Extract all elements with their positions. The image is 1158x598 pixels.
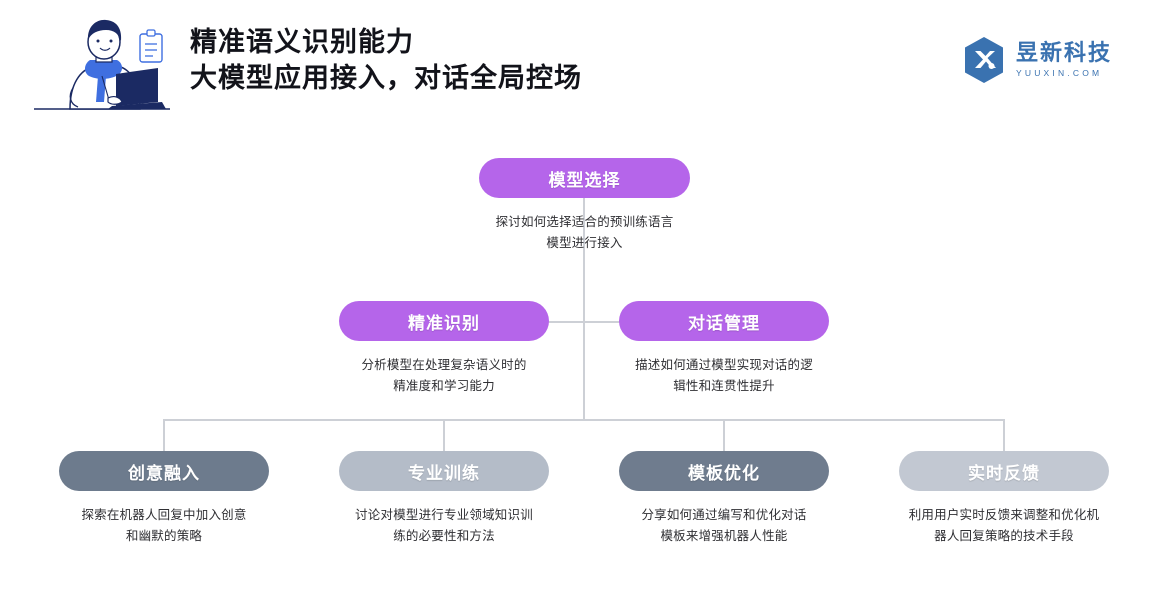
brand-name: 昱新科技: [1016, 40, 1113, 65]
person-at-laptop-illustration: [32, 10, 172, 118]
node-leaf-4[interactable]: 实时反馈 利用用户实时反馈来调整和优化机 器人回复策略的技术手段: [899, 451, 1109, 547]
node-leaf-1-label[interactable]: 创意融入: [59, 451, 269, 491]
org-tree-diagram: 模型选择 探讨如何选择适合的预训练语言 模型进行接入 精准识别 分析模型在处理复…: [0, 125, 1158, 598]
node-leaf-3[interactable]: 模板优化 分享如何通过编写和优化对话 模板来增强机器人性能: [619, 451, 829, 547]
page-title-line-1: 精准语义识别能力: [190, 27, 414, 57]
node-mid-2-desc: 描述如何通过模型实现对话的逻 辑性和连贯性提升: [635, 358, 813, 393]
node-root[interactable]: 模型选择 探讨如何选择适合的预训练语言 模型进行接入: [479, 158, 690, 254]
connector-leaf-drop-2: [443, 419, 445, 453]
node-leaf-2[interactable]: 专业训练 讨论对模型进行专业领域知识训 练的必要性和方法: [339, 451, 549, 547]
brand-text: 昱新科技 YUUXIN.COM: [1016, 41, 1112, 79]
connector-leaf-drop-1: [163, 419, 165, 453]
node-leaf-1-desc: 探索在机器人回复中加入创意 和幽默的策略: [81, 508, 247, 543]
connector-leaf-bar: [163, 419, 1005, 421]
node-mid-2-label[interactable]: 对话管理: [619, 301, 829, 341]
connector-root-stem: [583, 195, 585, 322]
connector-mid-stem: [583, 321, 585, 420]
node-mid-1[interactable]: 精准识别 分析模型在处理复杂语义时的 精准度和学习能力: [339, 301, 549, 397]
node-mid-1-label[interactable]: 精准识别: [339, 301, 549, 341]
connector-leaf-drop-4: [1003, 419, 1005, 453]
node-root-desc: 探讨如何选择适合的预训练语言 模型进行接入: [495, 215, 674, 250]
page-header: 精准语义识别能力 大模型应用接入，对话全局控场 昱新科技 YUUXIN.COM: [0, 0, 1158, 125]
brand-domain: YUUXIN.COM: [1016, 68, 1103, 78]
node-leaf-4-desc: 利用用户实时反馈来调整和优化机 器人回复策略的技术手段: [908, 508, 1100, 543]
node-leaf-1[interactable]: 创意融入 探索在机器人回复中加入创意 和幽默的策略: [59, 451, 269, 547]
node-mid-1-desc: 分析模型在处理复杂语义时的 精准度和学习能力: [361, 358, 527, 393]
node-mid-2[interactable]: 对话管理 描述如何通过模型实现对话的逻 辑性和连贯性提升: [619, 301, 829, 397]
page-title: 精准语义识别能力 大模型应用接入，对话全局控场: [190, 24, 582, 96]
page-title-line-2: 大模型应用接入，对话全局控场: [190, 63, 582, 93]
node-leaf-2-desc: 讨论对模型进行专业领域知识训 练的必要性和方法: [355, 508, 533, 543]
node-leaf-2-label[interactable]: 专业训练: [339, 451, 549, 491]
brand-logo: 昱新科技 YUUXIN.COM: [962, 36, 1112, 84]
connector-leaf-drop-3: [723, 419, 725, 453]
node-leaf-3-desc: 分享如何通过编写和优化对话 模板来增强机器人性能: [641, 508, 807, 543]
node-root-label[interactable]: 模型选择: [479, 158, 690, 198]
node-leaf-3-label[interactable]: 模板优化: [619, 451, 829, 491]
hexagon-x-logo-icon: [962, 36, 1006, 84]
node-leaf-4-label[interactable]: 实时反馈: [899, 451, 1109, 491]
